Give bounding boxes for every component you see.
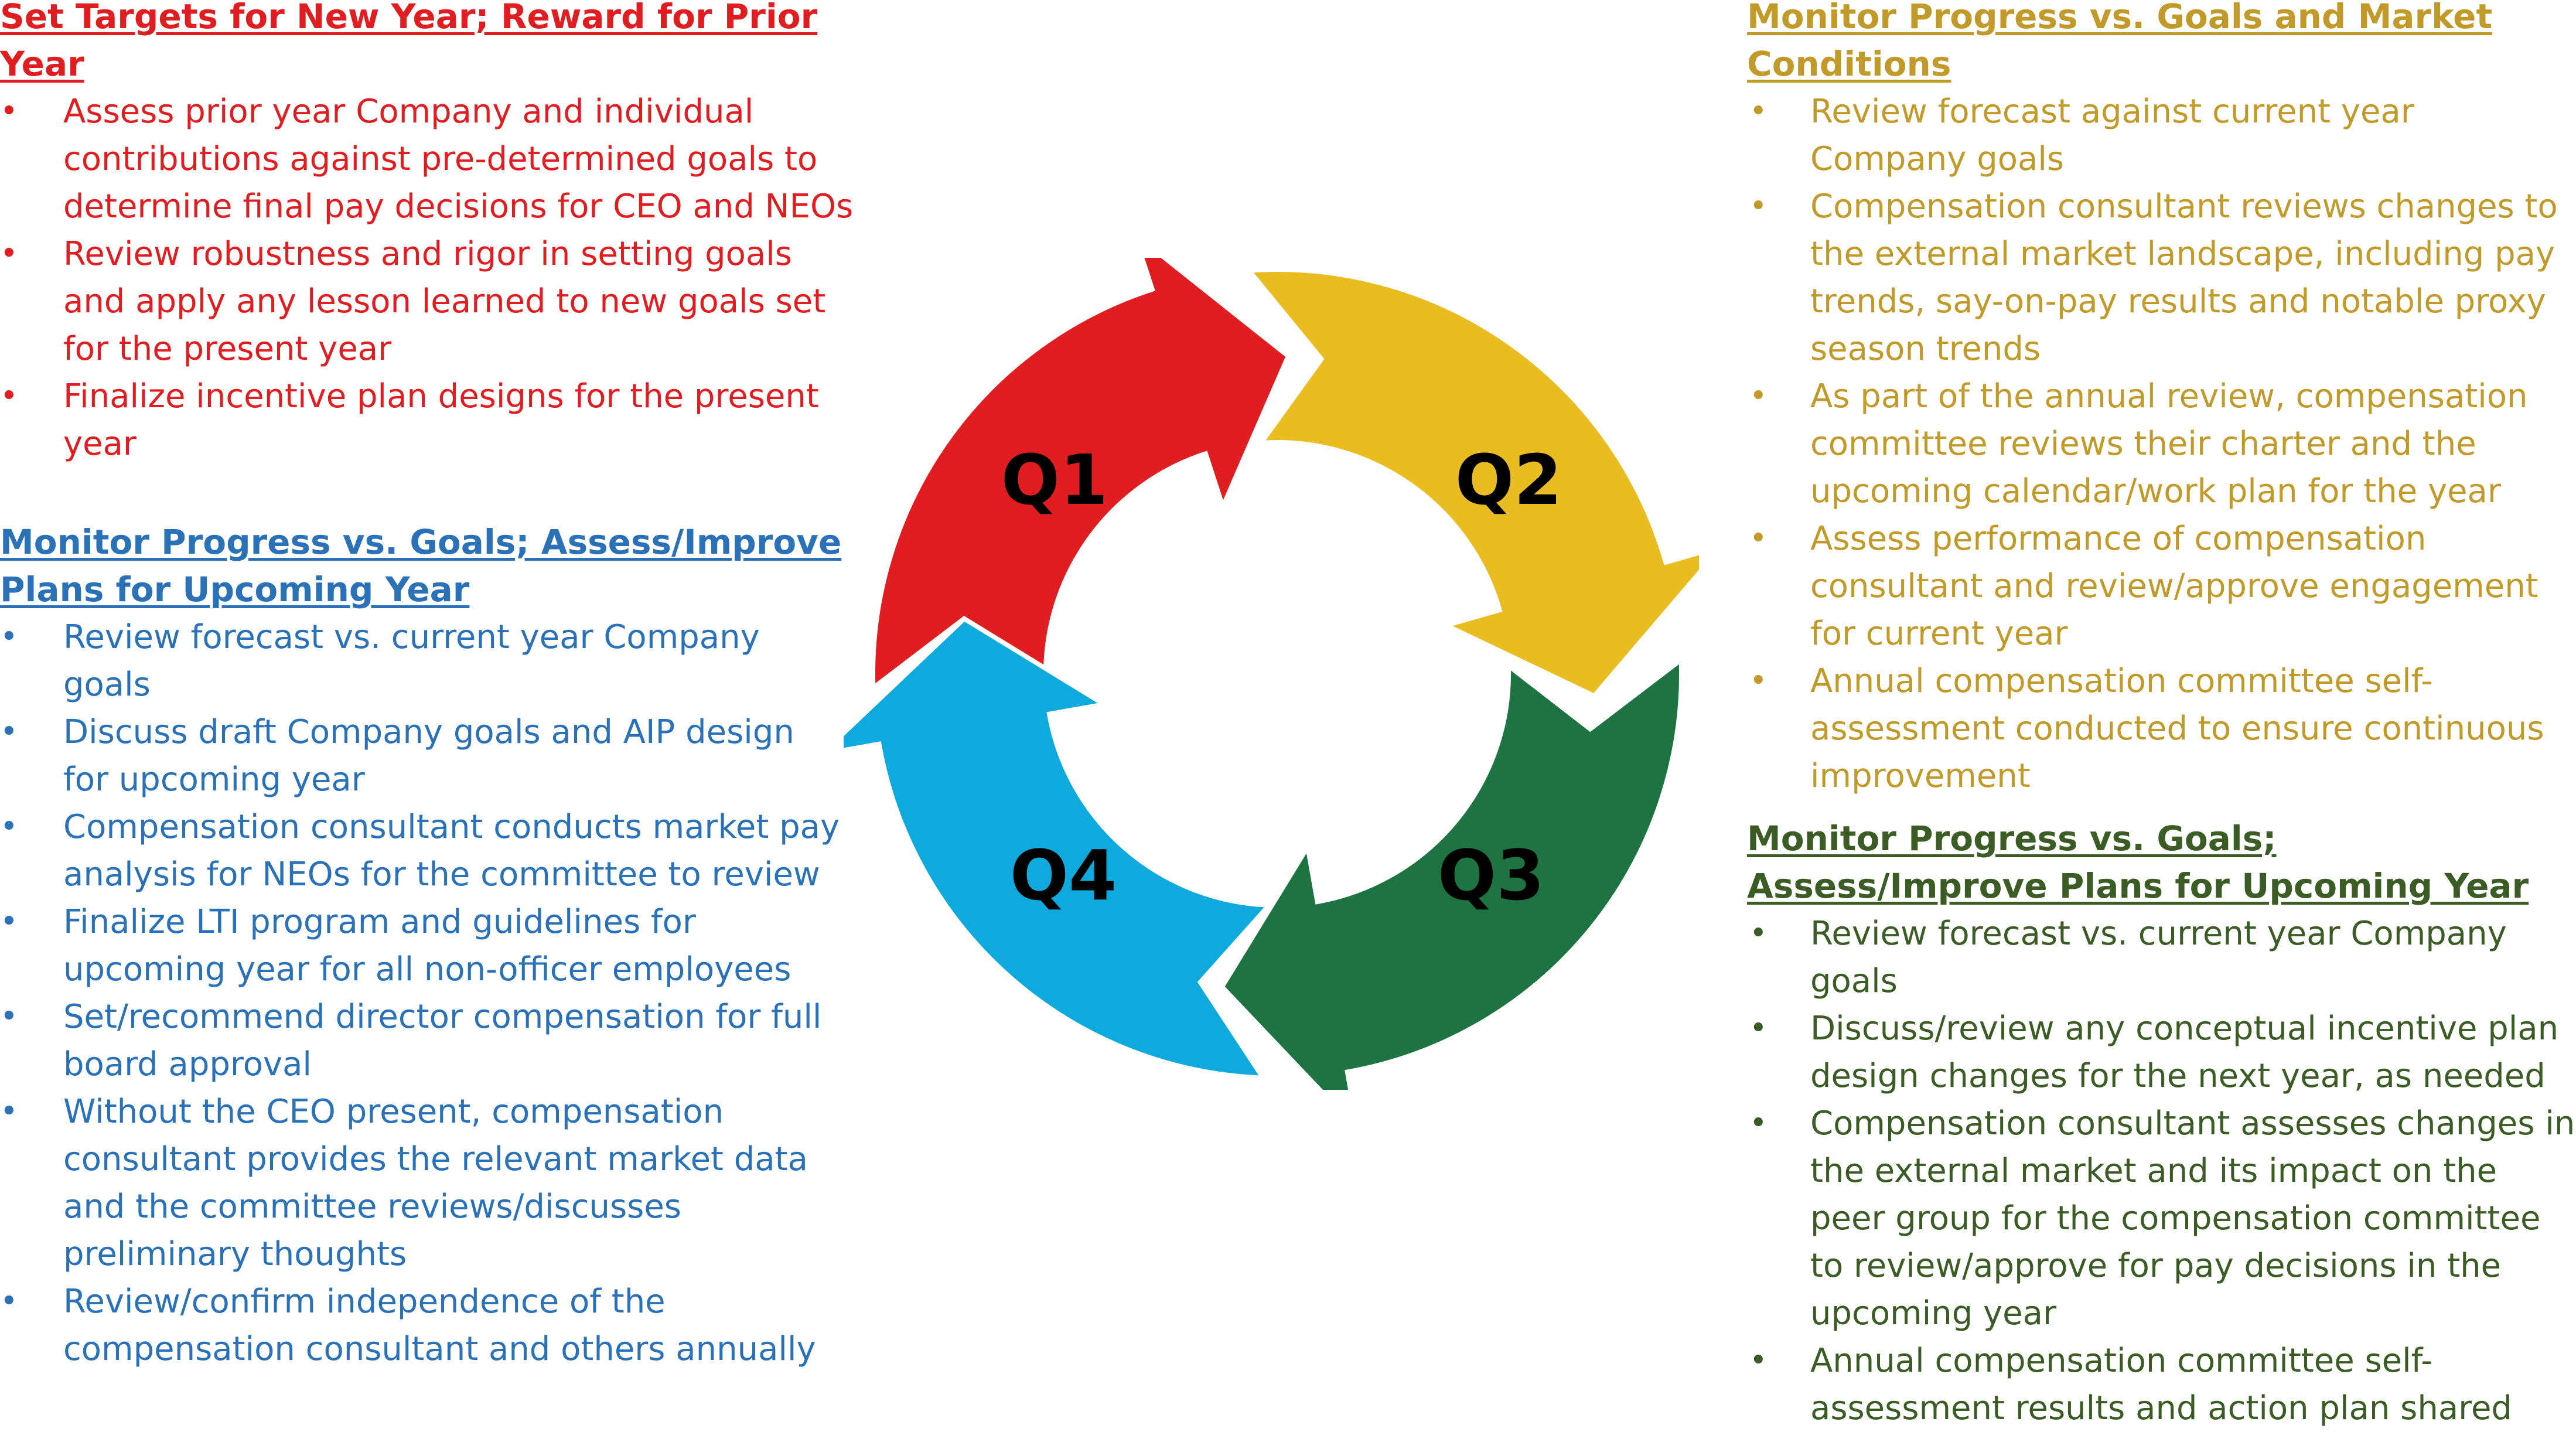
q3-label: Q3 — [1438, 835, 1544, 916]
q1-bullet: Finalize incentive plan designs for the … — [0, 373, 861, 468]
q2-panel: Monitor Progress vs. Goals and Market Co… — [1747, 0, 2576, 800]
q3-bullet: Annual compensation committee self-asses… — [1747, 1337, 2576, 1432]
q1-bullet: Review robustness and rigor in setting g… — [0, 230, 861, 373]
q3-arrow — [1219, 655, 1684, 1090]
q1-bullet-list: Assess prior year Company and individual… — [0, 88, 861, 468]
q1-arrow — [870, 258, 1291, 693]
q4-heading: Monitor Progress vs. Goals; Assess/Impro… — [0, 522, 842, 609]
q4-bullet: Finalize LTI program and guidelines for … — [0, 898, 844, 993]
q2-bullet: Assess performance of compensation consu… — [1747, 515, 2576, 657]
q1-label: Q1 — [1001, 439, 1108, 520]
q3-panel: Monitor Progress vs. Goals; Assess/Impro… — [1747, 815, 2576, 1432]
q4-bullet: Set/recommend director compensation for … — [0, 993, 844, 1088]
q3-bullet-list: Review forecast vs. current year Company… — [1747, 910, 2576, 1432]
q1-bullet: Assess prior year Company and individual… — [0, 88, 861, 230]
q2-label: Q2 — [1455, 439, 1562, 520]
q4-arrow — [844, 615, 1274, 1080]
q4-panel: Monitor Progress vs. Goals; Assess/Impro… — [0, 519, 844, 1373]
q4-bullet: Discuss draft Company goals and AIP desi… — [0, 708, 844, 803]
q4-label: Q4 — [1010, 835, 1117, 916]
q1-panel: Set Targets for New Year; Reward for Pri… — [0, 0, 861, 468]
q1-heading: Set Targets for New Year; Reward for Pri… — [0, 0, 818, 84]
q4-bullet-list: Review forecast vs. current year Company… — [0, 613, 844, 1373]
q2-arrow — [1244, 267, 1699, 699]
q4-bullet: Without the CEO present, compensation co… — [0, 1088, 844, 1278]
q2-bullet: Review forecast against current year Com… — [1747, 88, 2576, 183]
q2-heading: Monitor Progress vs. Goals and Market Co… — [1747, 0, 2493, 84]
q4-bullet: Compensation consultant conducts market … — [0, 803, 844, 898]
q4-bullet: Review/confirm independence of the compe… — [0, 1278, 844, 1373]
q3-heading: Monitor Progress vs. Goals; Assess/Impro… — [1747, 819, 2529, 906]
q4-bullet: Review forecast vs. current year Company… — [0, 613, 844, 708]
q3-bullet: Compensation consultant assesses changes… — [1747, 1100, 2576, 1337]
q3-bullet: Discuss/review any conceptual incentive … — [1747, 1005, 2576, 1100]
q2-bullet-list: Review forecast against current year Com… — [1747, 88, 2576, 800]
q2-bullet: Annual compensation committee self-asses… — [1747, 657, 2576, 800]
q2-bullet: Compensation consultant reviews changes … — [1747, 183, 2576, 373]
quarterly-cycle-diagram: Q1 Q2 Q3 Q4 — [844, 258, 1699, 1090]
q3-bullet: Review forecast vs. current year Company… — [1747, 910, 2576, 1005]
q2-bullet: As part of the annual review, compensati… — [1747, 373, 2576, 515]
